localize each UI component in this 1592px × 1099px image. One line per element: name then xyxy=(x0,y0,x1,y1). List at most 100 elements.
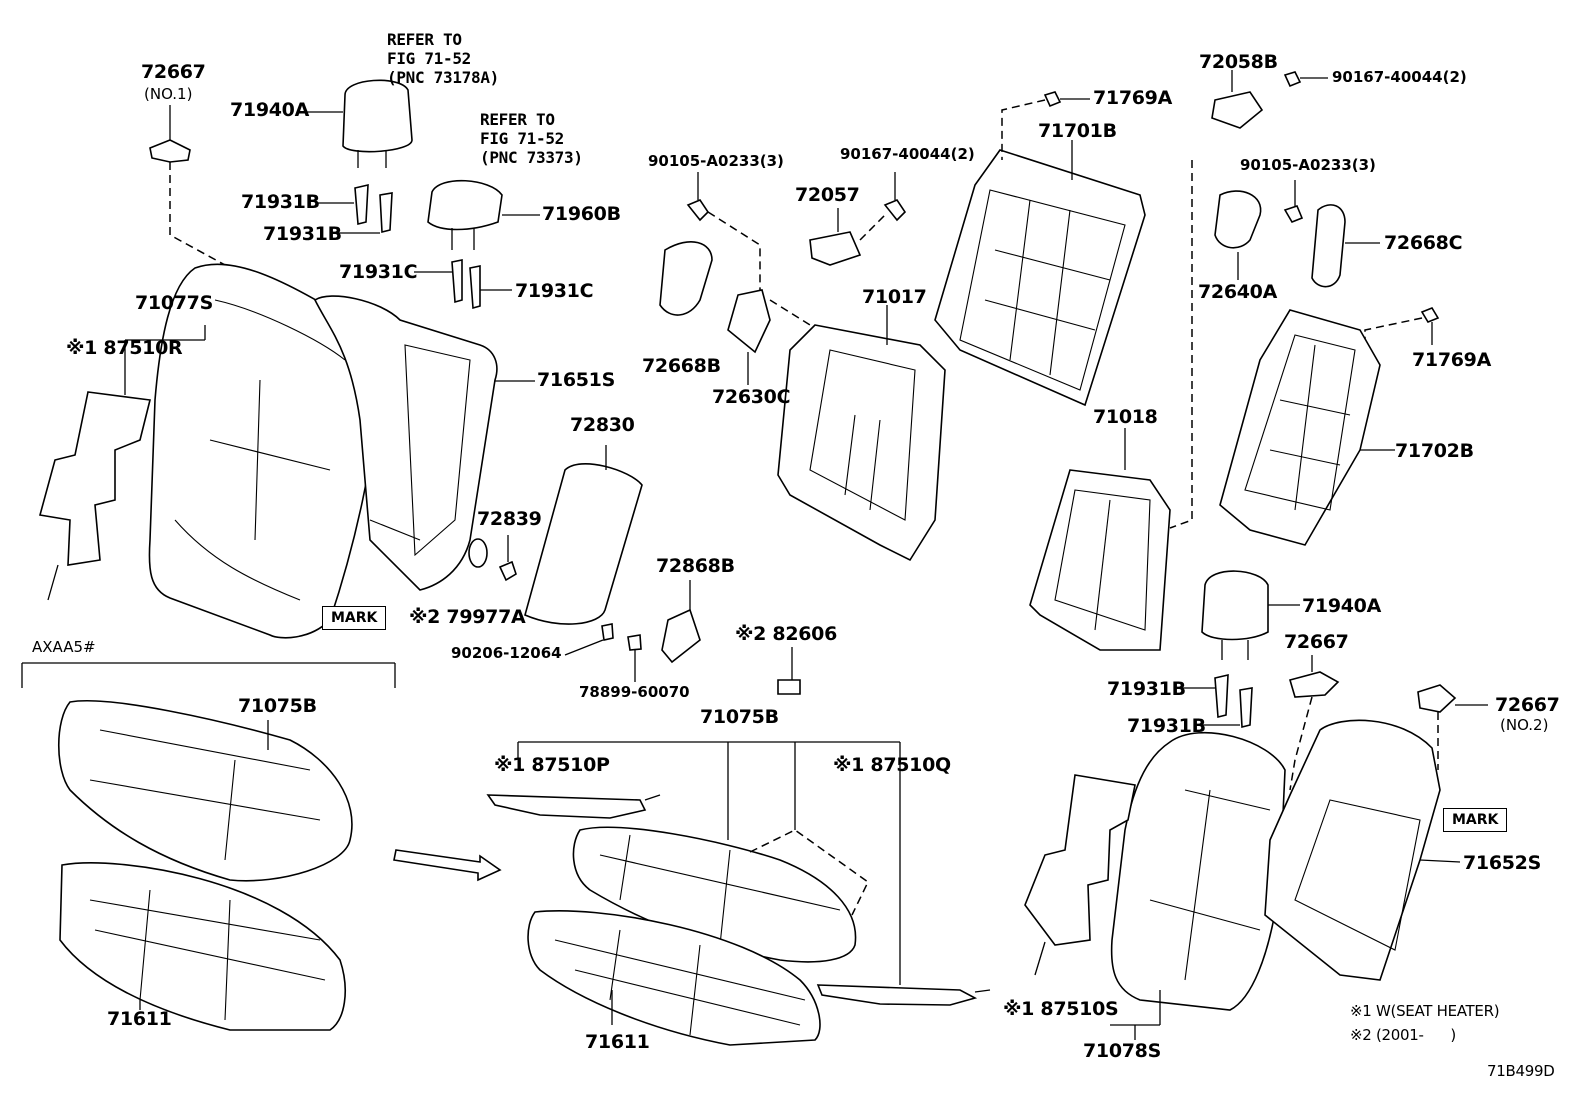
part-71940a-right[interactable]: 71940A xyxy=(1302,595,1382,617)
part-87510r[interactable]: ※1 87510R xyxy=(66,337,183,359)
armrest-72830 xyxy=(524,445,643,682)
region-bracket xyxy=(21,662,396,688)
part-71931b-l2[interactable]: 71931B xyxy=(263,223,342,245)
headrest-left xyxy=(304,79,413,168)
cushion-pad-left xyxy=(59,862,346,1031)
part-87510s[interactable]: ※1 87510S xyxy=(1003,998,1119,1020)
part-82606[interactable]: ※2 82606 xyxy=(735,623,838,645)
cover-72057 xyxy=(809,231,862,266)
part-71931c-left[interactable]: 71931C xyxy=(339,261,418,283)
headrest-guides-left xyxy=(318,183,512,310)
connector-82606 xyxy=(777,679,801,695)
part-71931c-right[interactable]: 71931C xyxy=(515,280,594,302)
part-72640a[interactable]: 72640A xyxy=(1198,281,1278,303)
part-71769a-right[interactable]: 71769A xyxy=(1412,349,1492,371)
part-79977a[interactable]: ※2 79977A xyxy=(409,606,526,628)
part-72668c[interactable]: 72668C xyxy=(1384,232,1463,254)
seatback-pad-left xyxy=(313,295,535,591)
diagram-id: 71B499D xyxy=(1487,1062,1555,1080)
part-72667-no2-sub: (NO.2) xyxy=(1500,716,1549,734)
refer-note-73373: REFER TO FIG 71-52 (PNC 73373) xyxy=(480,110,583,167)
bolt-90105-left xyxy=(686,199,710,222)
part-71017[interactable]: 71017 xyxy=(862,286,927,308)
part-90167-40044-mid[interactable]: 90167-40044(2) xyxy=(840,145,975,163)
seatback-frame-71017 xyxy=(777,305,946,562)
part-71077s[interactable]: 71077S xyxy=(135,292,213,314)
part-71931b-r1[interactable]: 71931B xyxy=(1107,678,1186,700)
seatback-pad-right xyxy=(1264,719,1461,981)
part-87510p[interactable]: ※1 87510P xyxy=(494,754,610,776)
region-label: AXAA5# xyxy=(32,638,96,656)
part-71652s[interactable]: 71652S xyxy=(1463,852,1541,874)
hinge-72630c xyxy=(727,289,771,354)
direction-arrow xyxy=(393,849,502,882)
footnote-date-range: ※2 (2001- ) xyxy=(1350,1026,1456,1044)
part-71702b[interactable]: 71702B xyxy=(1395,440,1474,462)
heater-mat-cushion-p xyxy=(486,794,661,819)
bracket-no1 xyxy=(149,105,226,350)
part-72667-right[interactable]: 72667 xyxy=(1284,631,1349,653)
footnote-seat-heater: ※1 W(SEAT HEATER) xyxy=(1350,1002,1500,1020)
part-78899-60070[interactable]: 78899-60070 xyxy=(579,683,690,701)
headrest-small xyxy=(427,179,540,250)
part-90105-a0233-left[interactable]: 90105-A0233(3) xyxy=(648,152,784,170)
mark-label-right: MARK xyxy=(1443,808,1508,832)
cushion-cover-left xyxy=(57,700,353,882)
part-71018[interactable]: 71018 xyxy=(1093,406,1158,428)
part-71651s[interactable]: 71651S xyxy=(537,369,615,391)
part-71769a-top[interactable]: 71769A xyxy=(1093,87,1173,109)
part-71075b-mid[interactable]: 71075B xyxy=(700,706,779,728)
bracket-72667-right xyxy=(1289,671,1340,698)
cushion-pad-mid xyxy=(527,910,821,1046)
part-72058b[interactable]: 72058B xyxy=(1199,51,1278,73)
heater-mat-right xyxy=(1024,774,1161,1040)
headrest-guides-right xyxy=(1180,673,1253,729)
mark-label-left: MARK xyxy=(322,606,387,630)
part-71931b-l1[interactable]: 71931B xyxy=(241,191,320,213)
clip-72839 xyxy=(498,560,517,582)
heater-mat-cushion-q xyxy=(816,780,991,1006)
seatback-board-71702b xyxy=(1219,309,1395,546)
seatback-frame-71018 xyxy=(1029,428,1171,651)
cushion-cover-mid xyxy=(572,826,857,963)
bolt-71769a-right xyxy=(1420,307,1440,323)
bolt-90167-right xyxy=(1283,71,1302,88)
part-72668b[interactable]: 72668B xyxy=(642,355,721,377)
part-71940a-left[interactable]: 71940A xyxy=(230,99,310,121)
part-71701b[interactable]: 71701B xyxy=(1038,120,1117,142)
heater-mat-left xyxy=(38,325,206,601)
headrest-right xyxy=(1201,570,1300,660)
part-72868b[interactable]: 72868B xyxy=(656,555,735,577)
cover-72668c xyxy=(1311,204,1346,288)
part-71075b-left[interactable]: 71075B xyxy=(238,695,317,717)
cover-72668b xyxy=(659,241,713,316)
part-72667-no2[interactable]: 72667 xyxy=(1495,694,1560,716)
bolt-90167-mid xyxy=(883,199,907,222)
part-72839[interactable]: 72839 xyxy=(477,508,542,530)
part-71611-left[interactable]: 71611 xyxy=(107,1008,172,1030)
seatback-board-71701b xyxy=(934,91,1146,407)
part-72667-no1-sub: (NO.1) xyxy=(144,85,193,103)
part-90105-a0233-right[interactable]: 90105-A0233(3) xyxy=(1240,156,1376,174)
part-90206-12064[interactable]: 90206-12064 xyxy=(451,644,562,662)
part-71960b[interactable]: 71960B xyxy=(542,203,621,225)
seatback-cover-right xyxy=(1110,732,1286,1011)
part-72630c[interactable]: 72630C xyxy=(712,386,791,408)
part-87510q[interactable]: ※1 87510Q xyxy=(833,754,951,776)
part-72057[interactable]: 72057 xyxy=(795,184,860,206)
cover-72058b xyxy=(1211,91,1264,129)
refer-note-73178a: REFER TO FIG 71-52 (PNC 73178A) xyxy=(387,30,499,87)
part-90167-40044-right[interactable]: 90167-40044(2) xyxy=(1332,68,1467,86)
part-71931b-r2[interactable]: 71931B xyxy=(1127,715,1206,737)
part-72667-no1[interactable]: 72667 xyxy=(141,61,206,83)
bolt-90105-right xyxy=(1283,205,1304,223)
part-71611-mid[interactable]: 71611 xyxy=(585,1031,650,1053)
part-72830[interactable]: 72830 xyxy=(570,414,635,436)
hinge-72640a xyxy=(1214,190,1262,249)
hinge-cover-72868b xyxy=(661,608,701,664)
part-71078s[interactable]: 71078S xyxy=(1083,1040,1161,1062)
washer-79977a xyxy=(468,538,488,568)
bracket-no2 xyxy=(1417,684,1457,713)
